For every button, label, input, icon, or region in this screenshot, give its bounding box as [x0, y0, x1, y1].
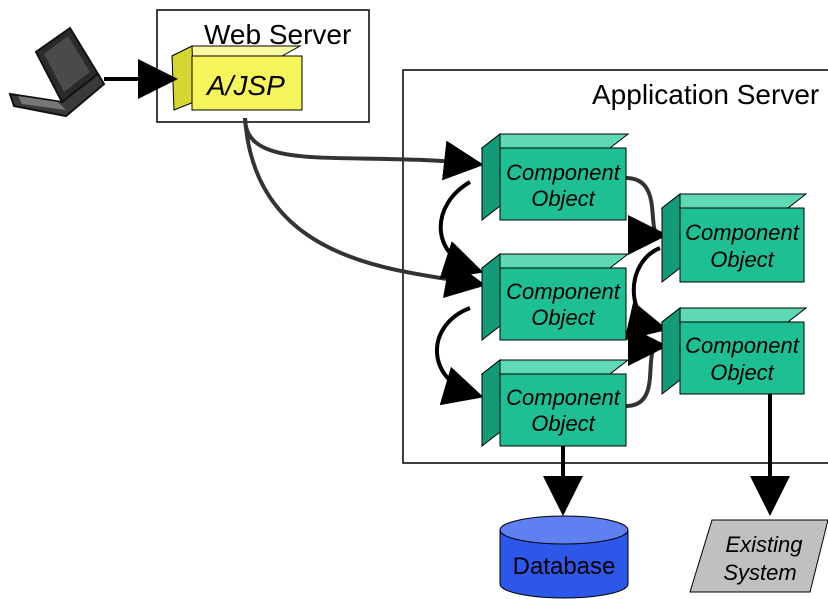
arrow-component-1-to-2 [438, 180, 484, 280]
laptop-icon [8, 26, 106, 118]
component-object-1: Component Object [480, 132, 630, 222]
component-object-5-line2: Object [710, 360, 774, 385]
component-object-1-line2: Object [531, 186, 595, 211]
existing-system-line1: Existing [725, 532, 803, 557]
application-server-title: Application Server [592, 79, 819, 110]
component-object-3-line2: Object [531, 411, 595, 436]
component-object-1-line1: Component [506, 160, 621, 185]
component-object-3-line1: Component [506, 385, 621, 410]
component-object-5: Component Object [660, 306, 808, 396]
arrow-jsp-to-component-1 [243, 117, 484, 181]
component-object-3: Component Object [480, 358, 630, 448]
arrow-component-2-to-3 [435, 306, 484, 406]
arrow-component-3-to-5 [625, 326, 668, 408]
database-cylinder: Database [499, 515, 629, 599]
web-server-title: Web Server [204, 19, 351, 50]
jsp-label: A/JSP [205, 70, 285, 101]
component-object-4: Component Object [660, 192, 808, 284]
component-object-2: Component Object [480, 252, 630, 342]
component-object-5-line1: Component [685, 333, 800, 358]
jsp-front-face [191, 55, 303, 111]
existing-system-line2: System [723, 560, 796, 585]
jsp-left-face [171, 45, 195, 111]
database-label: Database [513, 553, 616, 580]
component-object-4-line1: Component [685, 220, 800, 245]
jsp-block: A/JSP [171, 45, 303, 111]
component-object-2-line1: Component [506, 279, 621, 304]
component-object-2-line2: Object [531, 305, 595, 330]
component-object-4-line2: Object [710, 247, 774, 272]
existing-system-shape: Existing System [689, 519, 828, 593]
arrow-component-1-to-4 [625, 176, 668, 255]
